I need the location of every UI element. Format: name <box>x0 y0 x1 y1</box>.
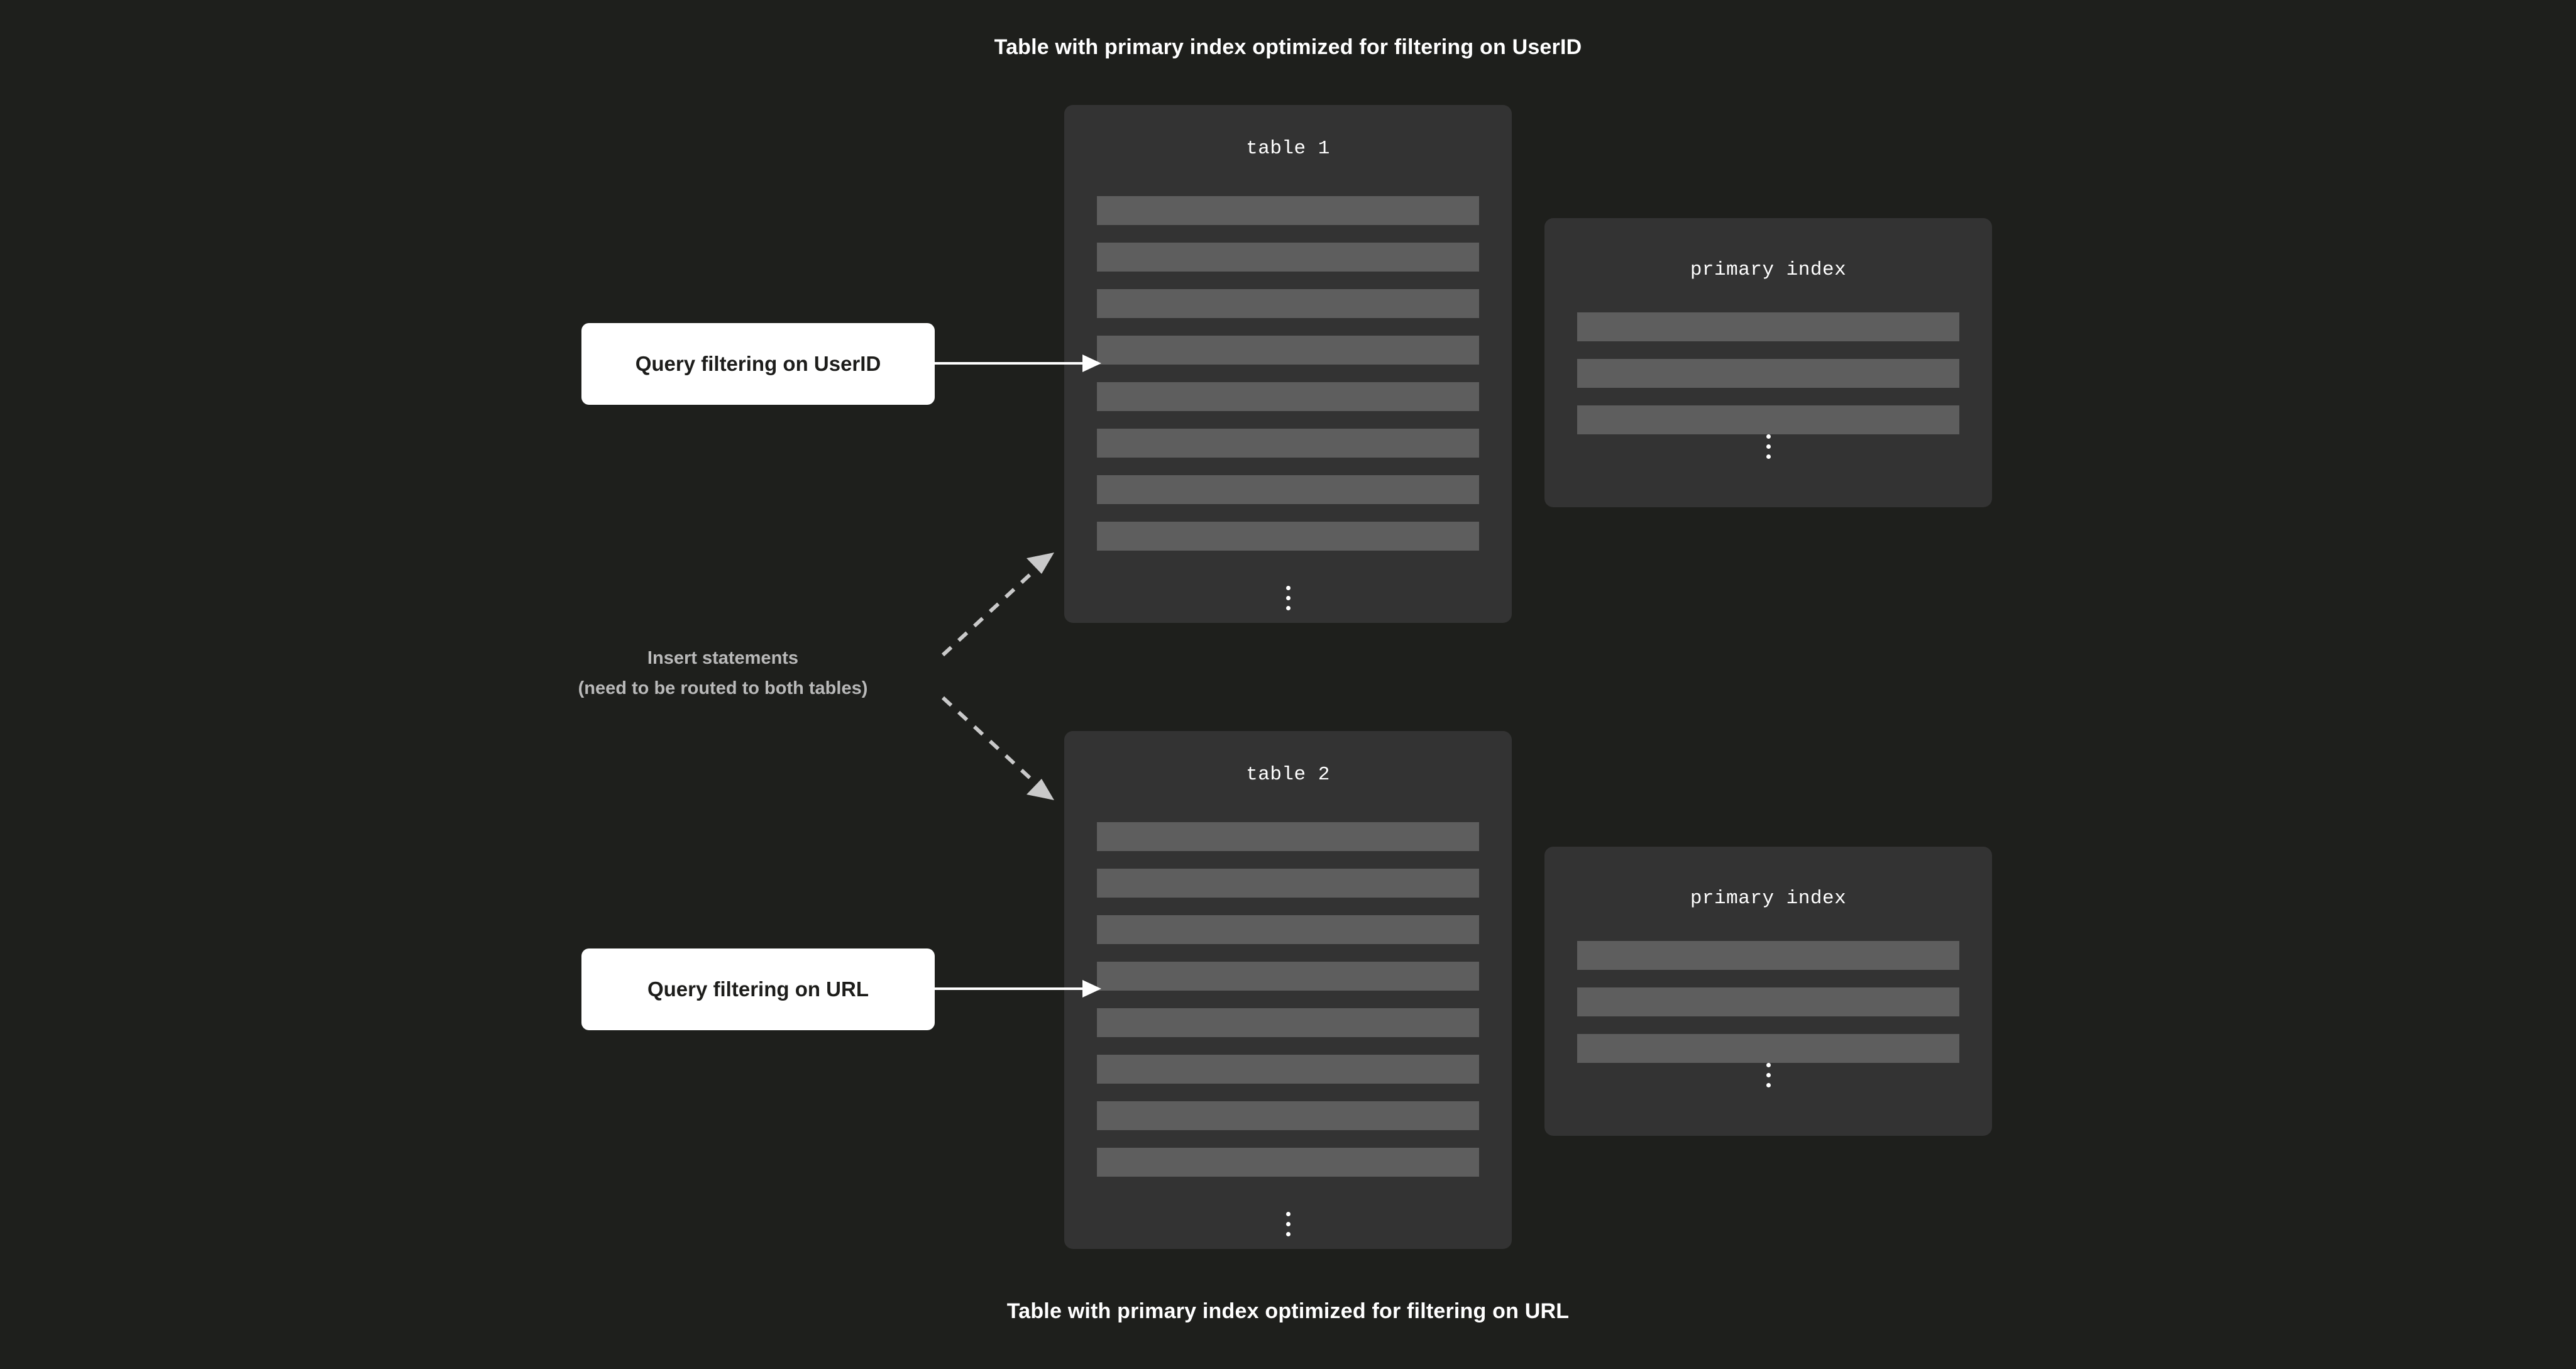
vertical-ellipsis-icon <box>1544 1063 1992 1087</box>
vertical-ellipsis-icon <box>1064 1212 1512 1236</box>
insert-caption-line-2: (need to be routed to both tables) <box>578 678 868 698</box>
insert-statements-caption: Insert statements (need to be routed to … <box>503 643 943 703</box>
table-row <box>1097 1008 1479 1037</box>
table-row <box>1097 915 1479 944</box>
index-row <box>1577 405 1959 434</box>
table-row <box>1097 1101 1479 1130</box>
table-2-card: table 2 <box>1064 731 1512 1249</box>
primary-index-1-rows <box>1544 312 1992 434</box>
table-row <box>1097 429 1479 458</box>
primary-index-2-card: primary index <box>1544 847 1992 1136</box>
vertical-ellipsis-icon <box>1064 586 1512 610</box>
query-filtering-on-url-box[interactable]: Query filtering on URL <box>581 948 935 1030</box>
table-row <box>1097 869 1479 898</box>
table-row <box>1097 336 1479 365</box>
query-url-label: Query filtering on URL <box>647 977 869 1001</box>
table-1-rows <box>1064 196 1512 551</box>
table-row <box>1097 522 1479 551</box>
top-diagram-title: Table with primary index optimized for f… <box>994 35 1582 59</box>
table-1-title: table 1 <box>1246 138 1330 160</box>
primary-index-1-title: primary index <box>1690 259 1847 281</box>
table-row <box>1097 1148 1479 1177</box>
table-1-card: table 1 <box>1064 105 1512 623</box>
table-row <box>1097 1055 1479 1084</box>
table-row <box>1097 243 1479 272</box>
index-row <box>1577 1034 1959 1063</box>
vertical-ellipsis-icon <box>1544 434 1992 459</box>
table-row <box>1097 475 1479 504</box>
table-2-title: table 2 <box>1246 764 1330 786</box>
dashed-arrow-inserts-to-table1 <box>941 553 1054 657</box>
query-filtering-on-userid-box[interactable]: Query filtering on UserID <box>581 323 935 405</box>
insert-caption-line-1: Insert statements <box>647 648 799 668</box>
table-row <box>1097 196 1479 225</box>
table-row <box>1097 962 1479 991</box>
index-row <box>1577 312 1959 341</box>
index-row <box>1577 987 1959 1016</box>
query-userid-label: Query filtering on UserID <box>635 352 881 375</box>
bottom-diagram-title: Table with primary index optimized for f… <box>1006 1299 1570 1323</box>
primary-index-2-rows <box>1544 941 1992 1063</box>
primary-index-2-title: primary index <box>1690 888 1847 910</box>
table-row <box>1097 289 1479 318</box>
dashed-arrow-inserts-to-table2 <box>941 696 1054 800</box>
table-row <box>1097 822 1479 851</box>
index-row <box>1577 941 1959 970</box>
table-row <box>1097 382 1479 411</box>
index-row <box>1577 359 1959 388</box>
primary-index-1-card: primary index <box>1544 218 1992 507</box>
table-2-rows <box>1064 822 1512 1177</box>
